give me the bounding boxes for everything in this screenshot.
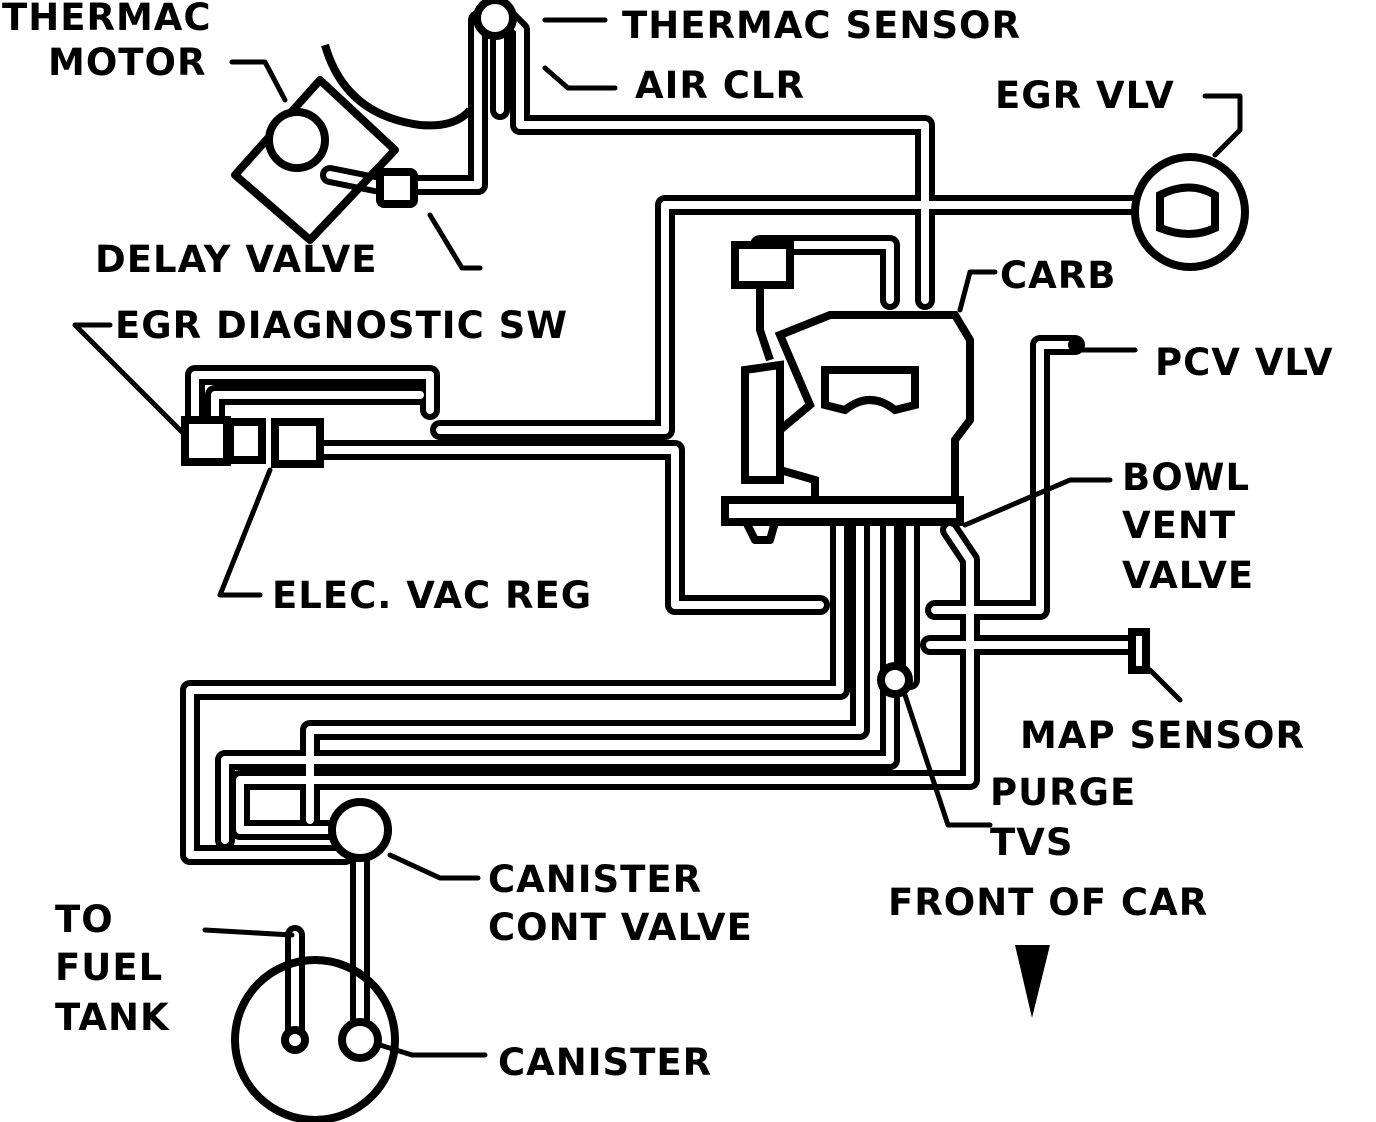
- label-pcv-vlv: PCV VLV: [1155, 341, 1334, 384]
- canister: [231, 956, 399, 1122]
- label-elec-vac-reg: ELEC. VAC REG: [272, 574, 592, 617]
- carb-base-left-lip: [741, 518, 779, 544]
- egr-diagnostic-sw-port: [226, 418, 266, 464]
- label-bowl-vent-valve-1: BOWL: [1122, 456, 1250, 499]
- carb-choke-pulloff: [731, 241, 794, 289]
- label-thermac-sensor: THERMAC SENSOR: [622, 4, 1021, 47]
- leader-thermac-motor: [229, 59, 288, 103]
- carb-body: [774, 311, 974, 504]
- label-bowl-vent-valve-2: VENT: [1122, 504, 1236, 547]
- label-thermac-motor-2: MOTOR: [48, 41, 206, 84]
- leader-lines: [72, 17, 1243, 1058]
- canister-fuel-tank-port: [281, 1026, 309, 1054]
- leader-air-clr: [542, 65, 618, 91]
- label-thermac-motor-1: THERMAC: [2, 0, 212, 39]
- egr-valve: [1131, 153, 1249, 271]
- purge-tvs: [877, 662, 913, 698]
- labels: THERMAC MOTOR THERMAC SENSOR AIR CLR EGR…: [2, 0, 1334, 1084]
- label-egr-vlv: EGR VLV: [995, 74, 1175, 117]
- leader-delay-valve: [427, 212, 483, 271]
- leader-canister: [377, 1042, 488, 1058]
- choke-linkage: [756, 285, 774, 362]
- leader-carb: [957, 269, 998, 313]
- label-purge: PURGE: [990, 771, 1136, 814]
- egr-diagnostic-switch: [181, 416, 266, 466]
- label-bowl-vent-valve-3: VALVE: [1122, 554, 1254, 597]
- leader-elec-vac-reg: [217, 467, 273, 598]
- canister-purge-port: [338, 1018, 382, 1062]
- label-carb: CARB: [1000, 254, 1116, 297]
- leader-purge-tvs: [902, 692, 993, 828]
- map-sensor: [1128, 628, 1150, 674]
- label-egr-diagnostic-sw: EGR DIAGNOSTIC SW: [115, 304, 568, 347]
- label-canister-cont-valve-1: CANISTER: [488, 858, 702, 901]
- thermac-motor-diaphragm: [265, 108, 329, 172]
- label-delay-valve: DELAY VALVE: [95, 238, 377, 281]
- canister-body: [231, 956, 399, 1122]
- thermac-sensor: [473, 0, 517, 40]
- canister-control-valve: [328, 798, 392, 862]
- label-air-clr: AIR CLR: [635, 64, 805, 107]
- air-cleaner-arc: [321, 43, 474, 130]
- carburetor: [721, 241, 974, 544]
- carb-bowl: [741, 360, 784, 484]
- thermac-motor-assembly: [231, 43, 474, 244]
- front-of-car-arrow-icon: [1015, 945, 1050, 1018]
- leader-fuel-tank: [202, 927, 295, 938]
- carb-base-plate: [721, 496, 964, 526]
- delay-valve: [376, 168, 418, 208]
- egr-diagnostic-sw-body: [181, 416, 231, 466]
- label-to-fuel-tank-3: TANK: [55, 996, 170, 1039]
- label-tvs: TVS: [990, 821, 1074, 864]
- carb-air-horn: [821, 366, 919, 415]
- egr-valve-port: [1156, 183, 1219, 238]
- elec-vac-reg: [271, 418, 324, 468]
- label-to-fuel-tank-2: FUEL: [55, 946, 163, 989]
- leader-egr-diagnostic-sw: [72, 322, 188, 438]
- leader-map-sensor: [1147, 667, 1183, 703]
- label-canister: CANISTER: [498, 1041, 712, 1084]
- label-to-fuel-tank-1: TO: [55, 898, 114, 941]
- label-canister-cont-valve-2: CONT VALVE: [488, 906, 753, 949]
- leader-canister-cont-valve: [387, 852, 481, 881]
- label-front-of-car: FRONT OF CAR: [888, 881, 1208, 924]
- label-map-sensor: MAP SENSOR: [1020, 714, 1305, 757]
- leader-egr-vlv: [1202, 93, 1243, 158]
- leader-bowl-vent: [962, 477, 1113, 528]
